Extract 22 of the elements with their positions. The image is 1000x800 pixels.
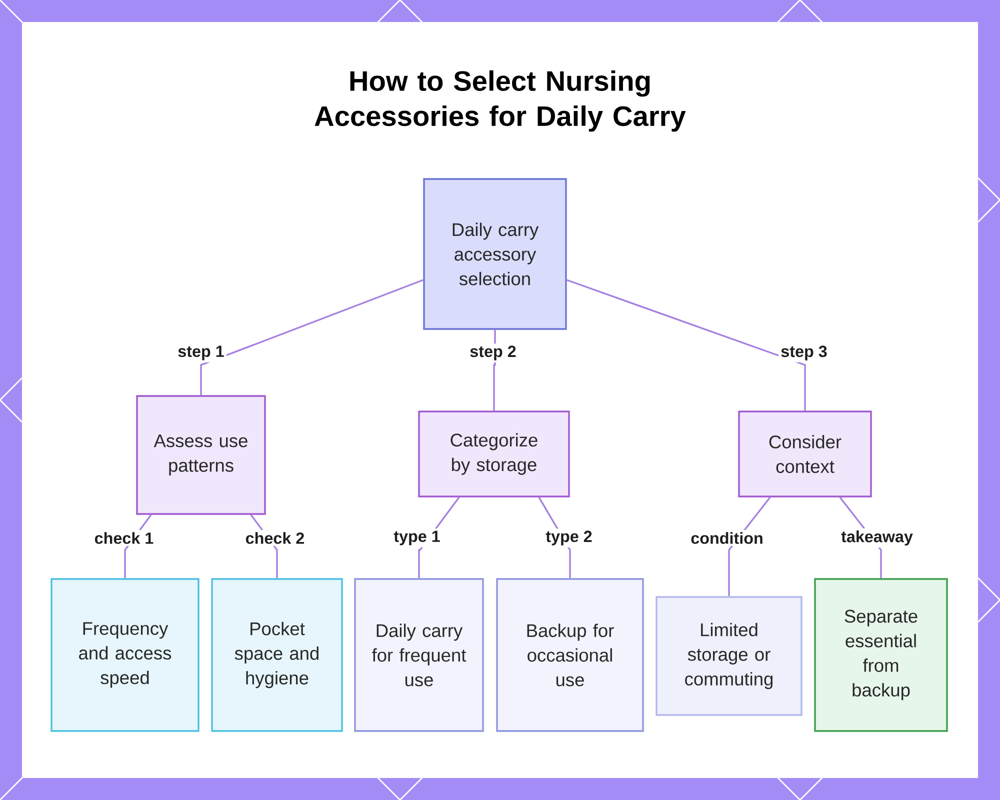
process-box: Categorize by storage (418, 410, 570, 498)
process-box: Backup for occasional use (496, 578, 644, 732)
edge-label: check 2 (243, 530, 307, 546)
title: How to Select Nursing Accessories for Daily Carry (314, 70, 686, 132)
edge-label: type 1 (392, 528, 442, 548)
edge-label: check 1 (92, 530, 156, 546)
process-box: Frequency and access speed (50, 578, 200, 732)
process-box: Daily carry accessory selection (423, 178, 567, 330)
edge-label: step 3 (778, 344, 830, 362)
process-box: Separate essential from backup (814, 578, 948, 732)
edge-label: type 2 (544, 528, 594, 548)
edge-label: step 1 (176, 344, 226, 362)
process-box: Pocket space and hygiene (211, 578, 343, 732)
connector-line (566, 279, 806, 411)
edge-label: takeaway (838, 528, 916, 548)
edge-label: step 2 (468, 344, 518, 362)
edge-label: condition (688, 530, 766, 546)
process-box: Consider context (738, 410, 872, 498)
connector-line (200, 279, 424, 396)
process-box: Assess use patterns (136, 395, 266, 515)
process-box: Limited storage or commuting (656, 596, 802, 716)
process-box: Daily carry for frequent use (354, 578, 484, 732)
